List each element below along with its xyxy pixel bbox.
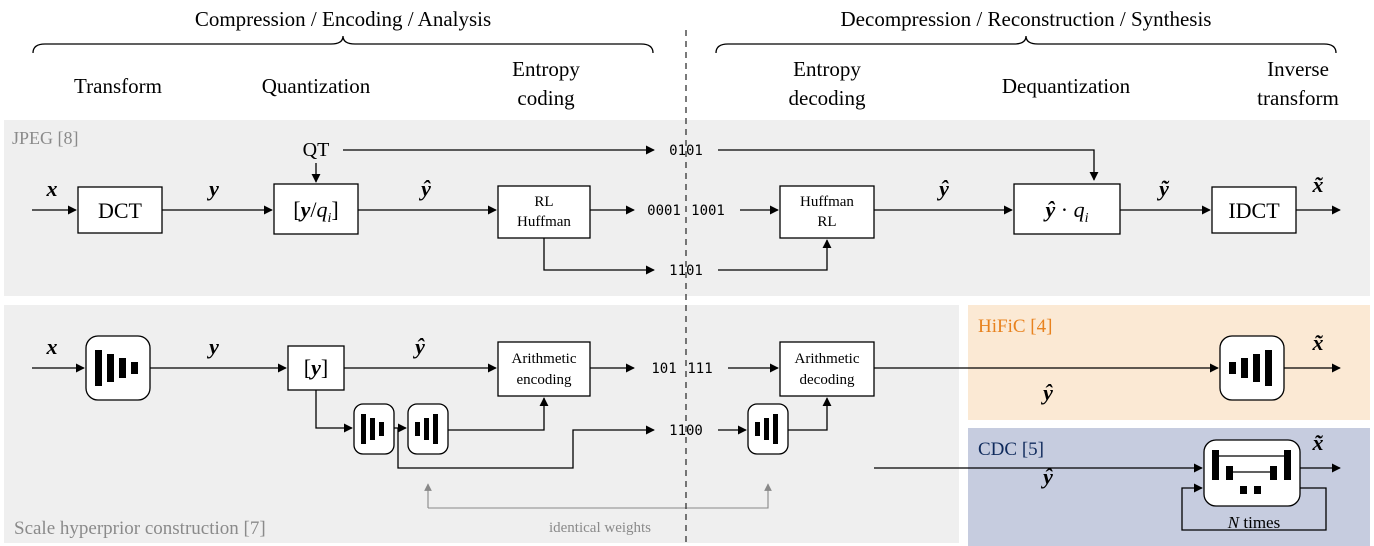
jpeg-ytilde: ỹ: [1156, 176, 1170, 201]
round-label: [y]: [304, 355, 328, 380]
identical-weights-label: identical weights: [549, 520, 651, 536]
qt-label: QT: [303, 139, 330, 161]
cdc-xtilde: x̃: [1312, 430, 1324, 455]
stage-entropy-coding-l2: coding: [517, 86, 575, 110]
arith-decoding-block: [779, 341, 875, 397]
hyperprior-yhat: ŷ: [412, 334, 425, 359]
jpeg-x-in: x: [46, 176, 58, 201]
bits-mid-right: 1001: [691, 203, 725, 219]
stage-entropy-coding-l1: Entropy: [512, 57, 580, 81]
dequantize-block: [1013, 183, 1121, 235]
quantize-label: [y/qi]: [293, 197, 338, 226]
idct-label: IDCT: [1228, 198, 1280, 223]
hyperprior-y: y: [206, 334, 219, 359]
arith-enc-l2: encoding: [517, 372, 572, 388]
arith-encoding-block: [497, 341, 591, 397]
brace-compression: [32, 35, 654, 54]
stage-dequantization: Dequantization: [1002, 74, 1131, 98]
rl-huffman-l2: Huffman: [517, 214, 571, 230]
bits-main-right: 111: [687, 361, 712, 377]
cdc-panel: [968, 428, 1370, 546]
hific-xtilde: x̃: [1312, 330, 1324, 355]
jpeg-xtilde: x̃: [1312, 172, 1324, 197]
round-block: [287, 345, 345, 391]
idct-block: [1211, 186, 1297, 234]
jpeg-yhat-2: ŷ: [936, 176, 949, 201]
dequantize-label: ŷ · qi: [1043, 197, 1089, 226]
cdc-loop-label: N times: [1227, 513, 1280, 532]
cdc-label: CDC [5]: [978, 439, 1044, 460]
hific-yhat: ŷ: [1040, 380, 1053, 405]
hific-label: HiFiC [4]: [978, 316, 1052, 337]
stage-entropy-decoding-l1: Entropy: [793, 57, 861, 81]
rl-huffman-l1: RL: [534, 194, 553, 210]
jpeg-yhat-1: ŷ: [418, 176, 431, 201]
stage-transform: Transform: [74, 74, 162, 98]
stage-inverse-transform-l1: Inverse: [1267, 57, 1329, 81]
bits-mid-left: 0001: [647, 203, 681, 219]
bits-bottom: 1101: [669, 263, 703, 279]
dct-label: DCT: [98, 198, 143, 223]
arith-enc-l1: Arithmetic: [512, 351, 577, 367]
header-decompression: Decompression / Reconstruction / Synthes…: [841, 7, 1212, 31]
cdc-yhat: ŷ: [1040, 464, 1053, 489]
huffman-rl-l1: Huffman: [800, 194, 854, 210]
jpeg-y: y: [206, 176, 219, 201]
arith-dec-l2: decoding: [800, 372, 855, 388]
hyperprior-x-in: x: [46, 334, 58, 359]
jpeg-panel: [4, 120, 1370, 296]
stage-inverse-transform-l2: transform: [1257, 86, 1339, 110]
stage-entropy-decoding-l2: decoding: [789, 86, 866, 110]
jpeg-label: JPEG [8]: [12, 128, 79, 148]
stage-quantization: Quantization: [262, 74, 371, 98]
arith-dec-l1: Arithmetic: [795, 351, 860, 367]
rl-huffman-block: [497, 185, 591, 239]
bits-main-left: 101: [651, 361, 676, 377]
hific-panel: [968, 305, 1370, 420]
quantize-block: [273, 183, 359, 235]
header-compression: Compression / Encoding / Analysis: [195, 7, 491, 31]
huffman-rl-l2: RL: [817, 214, 836, 230]
hyperprior-label: Scale hyperprior construction [7]: [14, 518, 266, 539]
brace-decompression: [715, 35, 1337, 54]
huffman-rl-block: [779, 185, 875, 239]
